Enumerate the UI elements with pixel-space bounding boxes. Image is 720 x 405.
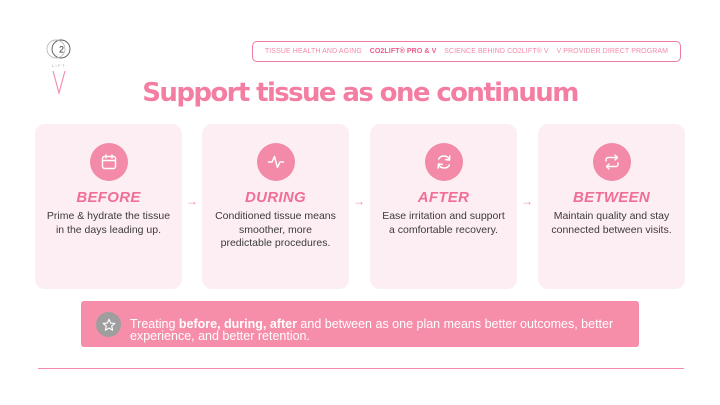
page-title: Support tissue as one continuum [142,78,579,108]
summary-banner: Treating before, during, after and betwe… [81,301,639,347]
refresh-icon [424,143,463,181]
card-phase: DURING [245,189,306,206]
repeat-icon [592,143,631,181]
card-description: Prime & hydrate the tissue in the days l… [46,210,171,236]
card-before: BEFORE Prime & hydrate the tissue in the… [35,124,182,289]
nav-tissue-health[interactable]: TISSUE HEALTH AND AGING [264,48,362,55]
card-phase: AFTER [417,189,470,206]
card-description: Maintain quality and stay connected betw… [551,210,672,236]
arrow-icon: → [186,194,198,208]
nav-science[interactable]: SCIENCE BEHIND CO2LIFT® V [444,48,549,55]
arrow-icon: → [353,194,365,208]
pulse-icon [256,143,295,181]
brand-logo[interactable]: 2 LIFT [42,38,76,96]
card-phase: BEFORE [76,189,141,206]
footer-divider [38,368,684,369]
card-description: Conditioned tissue means smoother, more … [215,210,336,249]
arrow-icon: → [521,194,533,208]
svg-text:2: 2 [59,45,64,55]
banner-emphasis: before, during, after [178,317,297,331]
logo-mark-icon: 2 LIFT [46,39,71,96]
card-phase: BETWEEN [572,189,651,206]
top-nav: TISSUE HEALTH AND AGING CO2LIFT® PRO & V… [252,41,681,62]
svg-text:LIFT: LIFT [52,64,67,68]
card-after: AFTER Ease irritation and support a comf… [370,124,517,289]
card-description: Ease irritation and support a comfortabl… [382,210,505,236]
card-between: BETWEEN Maintain quality and stay connec… [538,124,685,289]
star-icon [96,312,121,337]
nav-provider-program[interactable]: V PROVIDER DIRECT PROGRAM [556,48,669,55]
card-during: DURING Conditioned tissue means smoother… [202,124,349,289]
banner-text: Treating before, during, after and betwe… [130,317,614,343]
calendar-icon [89,143,128,181]
nav-co2lift-pro[interactable]: CO2LIFT® PRO & V [369,48,437,55]
